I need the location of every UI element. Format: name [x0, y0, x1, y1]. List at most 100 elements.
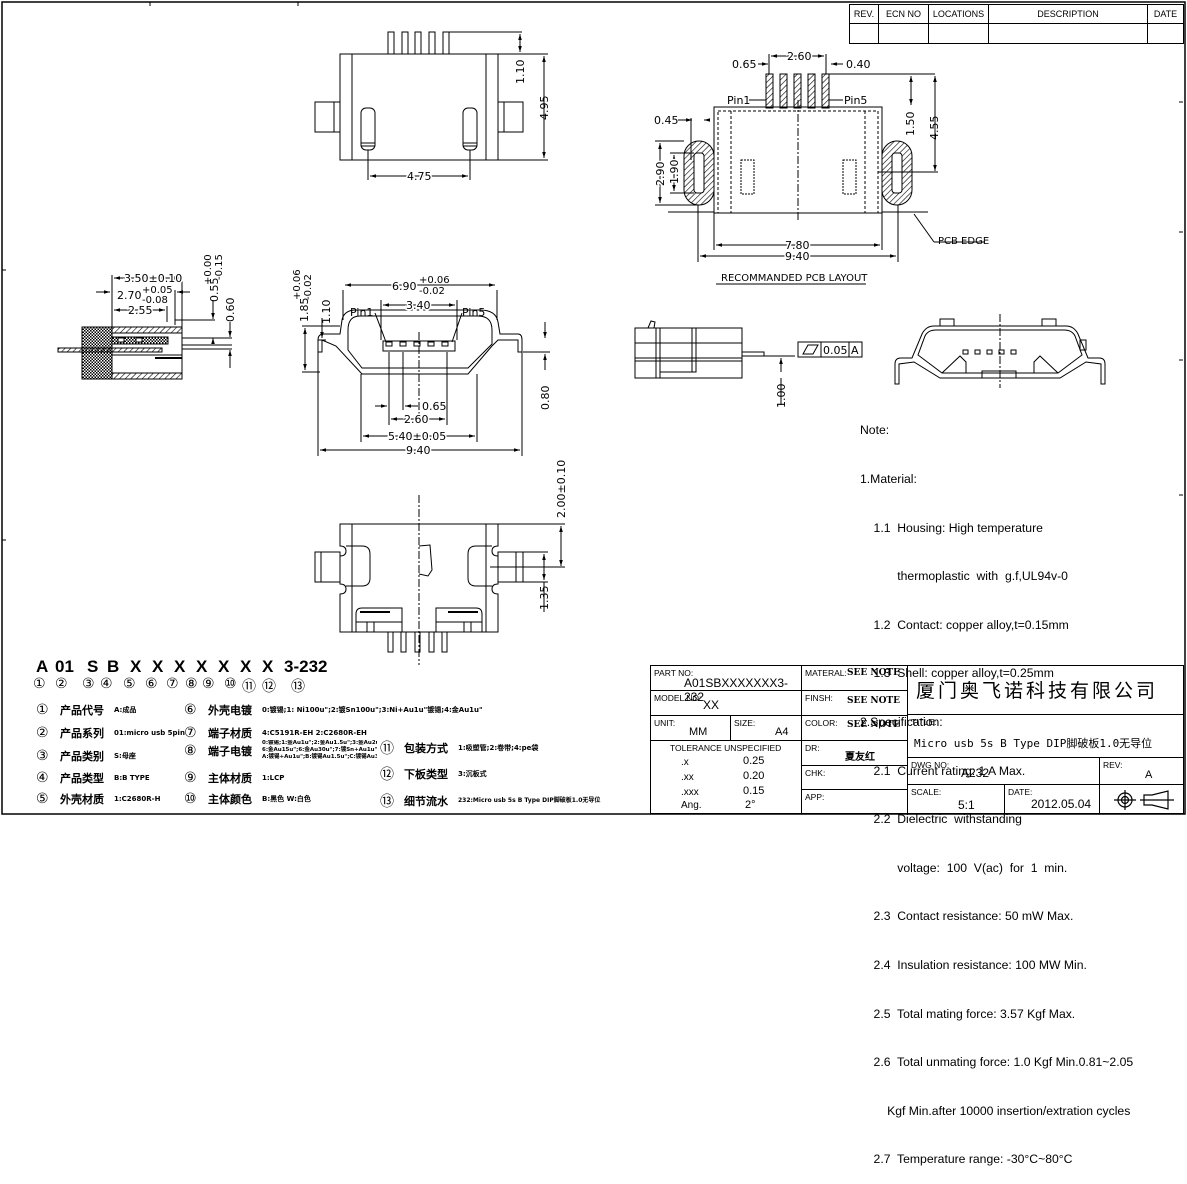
code-number: ⑤ [123, 676, 136, 692]
part-no-label: PART NO: [654, 668, 694, 678]
dim-front-3-40: 3.40 [406, 299, 431, 312]
legend-num: ③ [36, 748, 49, 764]
code-segment: A [36, 657, 49, 676]
legend-num: ⑪ [380, 741, 394, 757]
code-number: ② [55, 676, 68, 692]
legend-name: 产品系列 [60, 727, 104, 740]
code-number: ⑪ [242, 679, 256, 695]
code-segment: X [174, 657, 186, 676]
drawing-sheet: 1.10 4.95 4.75 [1, 1, 1186, 815]
code-segment: 01 [55, 657, 74, 676]
dim-pcb-2-90: 2.90 [654, 162, 667, 187]
drawn-by-value: 夏友红 [845, 752, 875, 763]
dim-front-6-90: 6.90 [392, 280, 417, 293]
pcb-pin1-label: Pin1 [727, 94, 750, 107]
legend-value: A:成品 [114, 706, 137, 714]
side-view [634, 320, 863, 405]
note-line: 1.2 Contact: copper alloy,t=0.15mm [860, 617, 1069, 632]
note-line: voltage: 100 V(ac) for 1 min. [860, 860, 1068, 875]
note-line: 1.3 Shell: copper alloy,t=0.25mm [860, 666, 1054, 681]
color-label: COLOR: [805, 718, 838, 728]
description-header: DESCRIPTION [988, 4, 1148, 24]
rev-cell: REV: A [1099, 757, 1184, 785]
size-label: SIZE: [734, 718, 756, 728]
flatness-datum: A [851, 344, 859, 357]
dim-side-3-50: 3.50±0.10 [124, 272, 182, 285]
dim-front-6-90-minus: -0.02 [419, 286, 445, 297]
dim-front-0-80: 0.80 [539, 386, 552, 411]
date-cell [1147, 23, 1184, 44]
dim-front-1-85-minus: -0.02 [303, 274, 314, 300]
front-outline-view [894, 314, 1106, 388]
dim-front-5-40: 5.40±0.05 [388, 430, 446, 443]
code-segment: S [87, 657, 99, 676]
drawing-title: Micro usb 5s B Type DIP脚破板1.0无导位 [914, 737, 1153, 750]
material-cell: MATERAL: SEE NOTE [801, 665, 908, 691]
ecn-header: ECN NO [878, 4, 929, 24]
tolerance-cell: TOLERANCE UNSPECIFIED .x 0.25 .xx 0.20 .… [650, 740, 802, 814]
note-line: 2.6 Total unmating force: 1.0 Kgf Min.0.… [860, 1055, 1134, 1070]
legend-num: ⑧ [184, 742, 197, 759]
code-segment: X [130, 657, 142, 676]
revision-row [849, 23, 1184, 44]
legend-item: ⑫ 下板类型 3:沉板式 [380, 764, 487, 784]
approved-by-cell: APP: [801, 789, 908, 814]
unit-label: UNIT: [654, 718, 676, 728]
legend-name: 细节流水 [404, 795, 448, 808]
dim-front-0-65: 0.65 [422, 400, 447, 413]
tolerance-key: .x [681, 757, 689, 768]
pcb-layout-view [655, 54, 985, 285]
note-line: 2.7 Temperature range: -30°C~80°C [860, 1152, 1073, 1167]
rev-cell [849, 23, 879, 44]
legend-num: ⑥ [184, 702, 197, 718]
legend-value: 1:吸塑管;2:卷带;4:pe袋 [458, 744, 539, 752]
legend-item: ⑧ 端子电镀 0:镀锡;1:金Au1u";2:金Au1.5u";3:金Au2u"… [184, 740, 379, 761]
legend-value: 3:沉板式 [458, 770, 487, 778]
front-pin5-label: Pin5 [462, 306, 485, 319]
dwg-no-value: A232 [961, 766, 990, 780]
tolerance-key: .xx [681, 772, 694, 783]
bottom-view [314, 495, 565, 665]
dim-side-0-55-plus: +0.00 [203, 254, 214, 285]
dim-top-4-95: 4.95 [538, 96, 551, 121]
rev-label: REV: [1103, 760, 1123, 770]
legend-num: ⑩ [184, 791, 197, 807]
side-section-view [57, 275, 232, 380]
dim-front-9-40: 9.40 [406, 444, 431, 457]
note-line: 1.Material: [860, 472, 917, 486]
legend-value: 0:镀锡;1:金Au1u";2:金Au1.5u";3:金Au2u";4:金Au3… [262, 740, 377, 760]
code-segment: B [107, 657, 120, 676]
projection-cell [1099, 784, 1184, 814]
scale-cell: SCALE: 5:1 [907, 784, 1005, 814]
code-segment: 3-232 [284, 657, 328, 676]
dim-bottom-2-00: 2.00±0.10 [555, 460, 568, 518]
dim-side-2-70-plus: +0.05 [142, 285, 173, 296]
dim-pcb-0-40: 0.40 [846, 58, 871, 71]
dim-front-2-60: 2.60 [404, 413, 429, 426]
legend-num: ⑫ [380, 767, 394, 783]
rev-header: REV. [849, 4, 879, 24]
legend-name: 产品代号 [60, 704, 104, 717]
dim-pcb-0-45: 0.45 [654, 114, 679, 127]
dim-side-0-60: 0.60 [224, 298, 237, 323]
code-segment: X [152, 657, 164, 676]
code-segment: X [196, 657, 208, 676]
company-name: 厦门奥飞诺科技有限公司 [916, 680, 1159, 702]
top-view [314, 31, 548, 180]
dim-bottom-1-35: 1.35 [538, 586, 551, 611]
note-line: Note: [860, 423, 890, 438]
note-line: thermoplastic with g.f,UL94v-0 [860, 569, 1068, 584]
company-cell: 厦门奥飞诺科技有限公司 [907, 665, 1184, 715]
dim-pcb-1-50: 1.50 [904, 112, 917, 137]
part-no-cell: PART NO: A01SBXXXXXXX3-232 [650, 665, 802, 704]
legend-value: B:黑色 W:白色 [262, 795, 311, 803]
dim-front-1-10: 1.10 [320, 300, 333, 325]
legend-name: 外壳材质 [60, 793, 104, 806]
legend-value: 0:镀锡;1: Ni100u";2:镀Sn100u";3:Ni+Au1u"镀锡;… [262, 706, 483, 714]
dwg-no-label: DWG NO: [911, 760, 950, 770]
dwg-no-cell: DWG NO: A232 [907, 757, 1100, 785]
date-value: 2012.05.04 [1031, 797, 1092, 811]
dim-side-0-55-minus: -0.15 [214, 254, 225, 280]
date-label: DATE: [1008, 787, 1033, 797]
legend-value: 232:Micro usb 5s B Type DIP脚破板1.0无导位 [458, 797, 601, 804]
